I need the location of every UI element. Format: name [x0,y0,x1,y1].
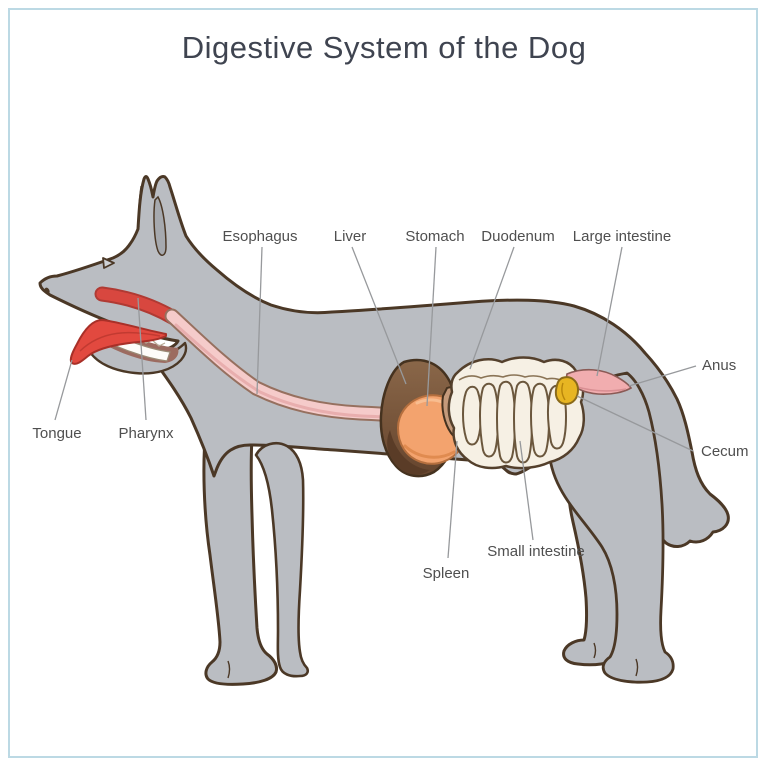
nostril [44,287,50,295]
leader-spleen [447,440,458,559]
label-small-intestine: Small intestine [487,543,585,560]
label-stomach: Stomach [405,228,465,245]
leader-small-intestine [519,440,534,541]
near-front-leg [254,442,310,678]
label-pharynx: Pharynx [118,425,174,442]
label-cecum: Cecum [701,443,749,460]
tongue-shape [69,319,167,365]
far-front-leg [202,426,278,686]
label-esophagus: Esophagus [222,228,298,245]
page-title: Digestive System of the Dog [181,30,587,65]
label-liver: Liver [333,228,367,245]
leader-tongue [54,359,73,421]
leader-large-intestine [596,246,623,377]
front-ear-line [138,185,142,228]
intestine-coils [462,380,567,464]
leader-liver [351,246,407,385]
leader-cecum [576,395,694,452]
sheath-line [504,469,517,475]
tongue-crease [79,331,161,352]
stomach-shade [403,444,456,459]
cecum-crease [561,382,566,401]
inner-ear [153,195,167,256]
leader-anus [628,365,697,387]
leader-stomach [426,246,437,407]
cecum-shape [554,376,580,406]
near-hind-leg [547,371,675,684]
liver-shade [387,430,430,475]
label-anus: Anus [702,357,737,374]
leader-lines [54,246,697,559]
border-frame [8,8,758,758]
leader-duodenum [469,246,515,370]
leader-pharynx [137,297,147,421]
leader-esophagus [256,246,263,395]
duodenum-tube-line [458,374,565,383]
label-tongue: Tongue [32,425,82,442]
label-duodenum: Duodenum [481,228,555,245]
label-spleen: Spleen [422,565,470,582]
eye-icon [102,257,115,269]
label-large-intestine: Large intestine [572,228,672,245]
paw-toe-lines [227,642,639,679]
